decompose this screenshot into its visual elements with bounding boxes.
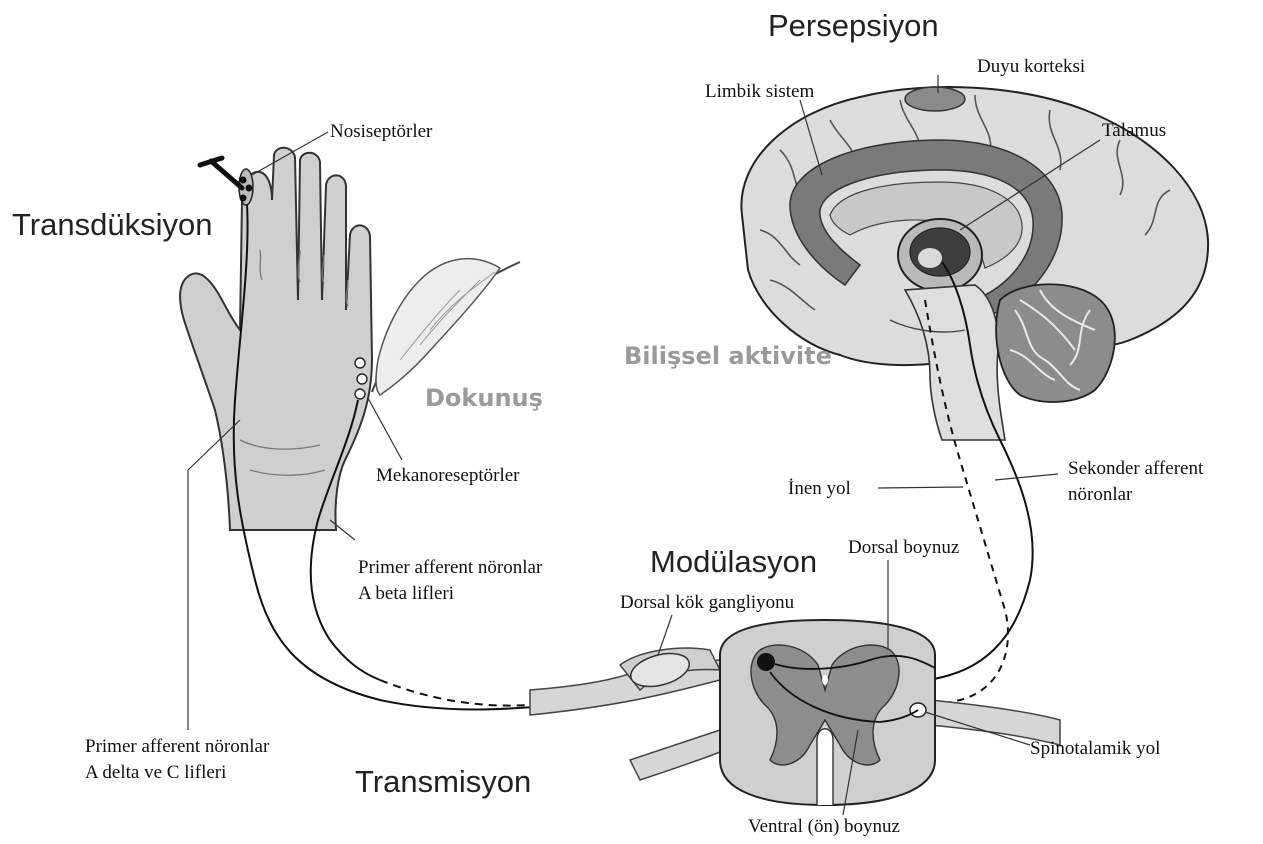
sensory-cortex-label: Duyu korteksi	[977, 56, 1085, 78]
stage-title-perception: Persepsiyon	[768, 8, 939, 44]
primary-afferent-delta-label-line2: A delta ve C lifleri	[85, 762, 226, 784]
thalamus-label: Talamus	[1102, 120, 1166, 142]
secondary-afferent-label-line2: nöronlar	[1068, 484, 1132, 506]
hand-outline	[180, 148, 372, 530]
primary-afferent-beta-label-line2: A beta lifleri	[358, 583, 454, 605]
ventral-horn-label: Ventral (ön) boynuz	[748, 816, 900, 838]
stage-title-transmission: Transmisyon	[355, 764, 531, 800]
pin-icon	[200, 158, 242, 188]
hand	[180, 148, 372, 530]
dorsal-root-ganglion-label: Dorsal kök gangliyonu	[620, 592, 794, 614]
nociceptors-label: Nosiseptörler	[330, 121, 432, 143]
dorsal-horn-label: Dorsal boynuz	[848, 537, 959, 559]
mechanoreceptors-label: Mekanoreseptörler	[376, 465, 520, 487]
spinal-cord	[530, 620, 1060, 805]
sensory-cortex-region	[905, 87, 965, 111]
primary-afferent-beta-label-line1: Primer afferent nöronlar	[358, 557, 542, 579]
synapse	[757, 653, 775, 671]
stage-title-modulation: Modülasyon	[650, 544, 817, 580]
cognitive-activity-label: Bilişsel aktivite	[624, 342, 832, 370]
primary-afferent-delta-label-line1: Primer afferent nöronlar	[85, 736, 269, 758]
cerebellum	[996, 284, 1115, 402]
limbic-system-label: Limbik sistem	[705, 81, 814, 103]
descending-path-label: İnen yol	[788, 478, 851, 500]
secondary-afferent-label-line1: Sekonder afferent	[1068, 458, 1203, 480]
spinothalamic-tract-label: Spinotalamik yol	[1030, 738, 1160, 760]
feather	[372, 259, 520, 395]
stage-title-transduction: Transdüksiyon	[12, 207, 212, 243]
touch-label: Dokunuş	[425, 384, 543, 412]
